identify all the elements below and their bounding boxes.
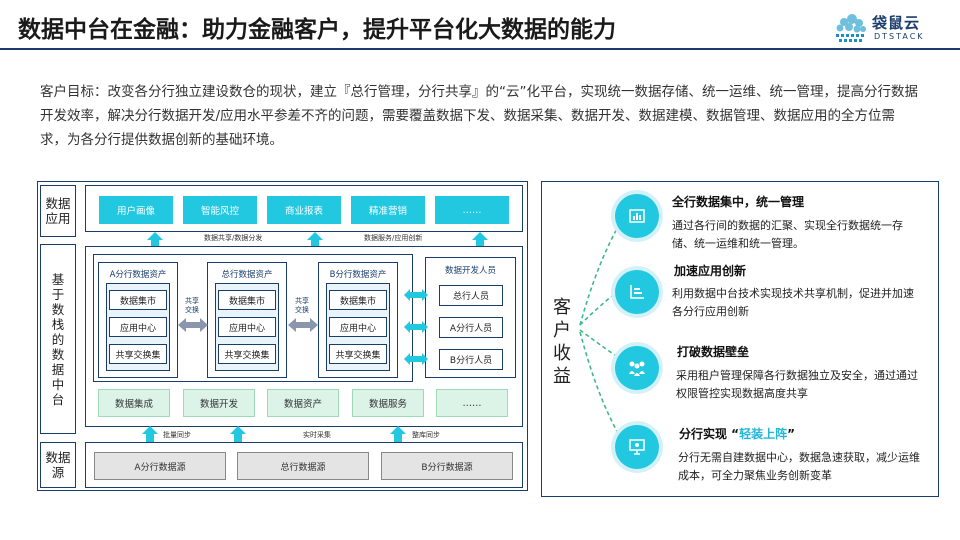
arrow-label-fulldb: 整库同步 [412, 431, 440, 439]
asset-item-app-center[interactable]: 应用中心 [109, 317, 167, 337]
analytics-icon [615, 270, 659, 314]
side-label-app: 数据应用 [40, 185, 76, 237]
benefits-panel [541, 181, 939, 497]
page-title: 数据中台在金融：助力金融客户，提升平台化大数据的能力 [18, 16, 616, 43]
benefit-title-3: 打破数据壁垒 [677, 345, 750, 359]
staff-arrows [404, 289, 428, 365]
arrow-label-realtime: 实时采集 [303, 431, 331, 439]
presentation-icon [615, 425, 659, 469]
benefit-title-4: 分行实现 “轻装上阵” [679, 427, 795, 441]
asset-item-market[interactable]: 数据集市 [109, 290, 167, 310]
app-precision-marketing[interactable]: 精准营销 [351, 196, 425, 224]
app-business-report[interactable]: 商业报表 [267, 196, 341, 224]
capability-integration[interactable]: 数据集成 [98, 389, 170, 417]
asset-group-title: B分行数据资产 [329, 270, 387, 280]
source-hq[interactable]: 总行数据源 [237, 452, 369, 480]
share-exchange-label: 共享 交换 [295, 297, 309, 314]
app-more[interactable]: …… [435, 196, 509, 224]
benefit-desc-3: 采用租户管理保障各行数据独立及安全，通过通过权限管控实现数据高度共享 [676, 369, 918, 400]
app-risk-control[interactable]: 智能风控 [183, 196, 257, 224]
capability-assets[interactable]: 数据资产 [267, 389, 339, 417]
people-icon [615, 346, 659, 390]
capability-service[interactable]: 数据服务 [352, 389, 424, 417]
capability-more[interactable]: …… [436, 389, 508, 417]
staff-hq[interactable]: 总行人员 [439, 285, 503, 306]
capability-development[interactable]: 数据开发 [183, 389, 255, 417]
asset-item-exchange[interactable]: 共享交换集 [109, 344, 167, 364]
asset-item-app-center[interactable]: 应用中心 [218, 317, 276, 337]
asset-item-market[interactable]: 数据集市 [329, 290, 387, 310]
architecture-panel [37, 181, 528, 491]
logo-text-cn: 袋鼠云 [872, 14, 921, 32]
double-arrow-icon [288, 318, 318, 332]
asset-item-exchange[interactable]: 共享交换集 [329, 344, 387, 364]
share-exchange-label: 共享 交换 [185, 297, 199, 314]
source-branch-b[interactable]: B分行数据源 [381, 452, 513, 480]
staff-title: 数据开发人员 [444, 266, 496, 276]
chart-icon [615, 194, 659, 238]
benefit-desc-2: 利用数据中台技术实现技术共享机制，促进并加速各分行应用创新 [672, 287, 914, 318]
logo: 袋鼠云 DTSTACK [832, 10, 950, 46]
upward-arrows-bottom [142, 426, 406, 442]
logo-text-en: DTSTACK [874, 32, 925, 41]
staff-branch-a[interactable]: A分行人员 [439, 317, 503, 338]
title-divider [0, 48, 960, 50]
side-label-platform: 基于数栈的数据中台 [40, 244, 76, 434]
app-user-profile[interactable]: 用户画像 [99, 196, 173, 224]
asset-item-market[interactable]: 数据集市 [218, 290, 276, 310]
asset-item-app-center[interactable]: 应用中心 [329, 317, 387, 337]
side-label-source: 数据源 [40, 442, 76, 488]
asset-group-title: 总行数据资产 [221, 270, 273, 280]
staff-branch-b[interactable]: B分行人员 [439, 349, 503, 370]
source-branch-a[interactable]: A分行数据源 [94, 452, 226, 480]
upward-arrows-top [147, 232, 488, 248]
arrow-label-batch: 批量同步 [163, 431, 191, 439]
benefit-title-1: 全行数据集中，统一管理 [672, 195, 805, 209]
double-arrow-icon [178, 318, 208, 332]
benefits-label: 客户收益 [553, 297, 571, 387]
arrow-label-service: 数据服务/应用创新 [364, 234, 423, 242]
asset-item-exchange[interactable]: 共享交换集 [218, 344, 276, 364]
arrow-label-share: 数据共享/数据分发 [204, 234, 263, 242]
benefit-title-4-highlight: 轻装上阵 [739, 427, 788, 441]
kangaroo-cloud-icon [836, 14, 866, 42]
benefit-desc-4: 分行无需自建数据中心，数据急速获取，减少运维成本，可全力聚焦业务创新变革 [678, 451, 920, 482]
intro-paragraph: 客户目标：改变各分行独立建设数仓的现状，建立『总行管理，分行共享』的“云”化平台… [40, 84, 918, 148]
connector-lines [579, 219, 623, 441]
benefit-title-2: 加速应用创新 [674, 264, 747, 278]
asset-group-title: A分行数据资产 [109, 270, 167, 280]
benefit-desc-1: 通过各行间的数据的汇聚、实现全行数据统一存储、统一运维和统一管理。 [672, 219, 903, 250]
